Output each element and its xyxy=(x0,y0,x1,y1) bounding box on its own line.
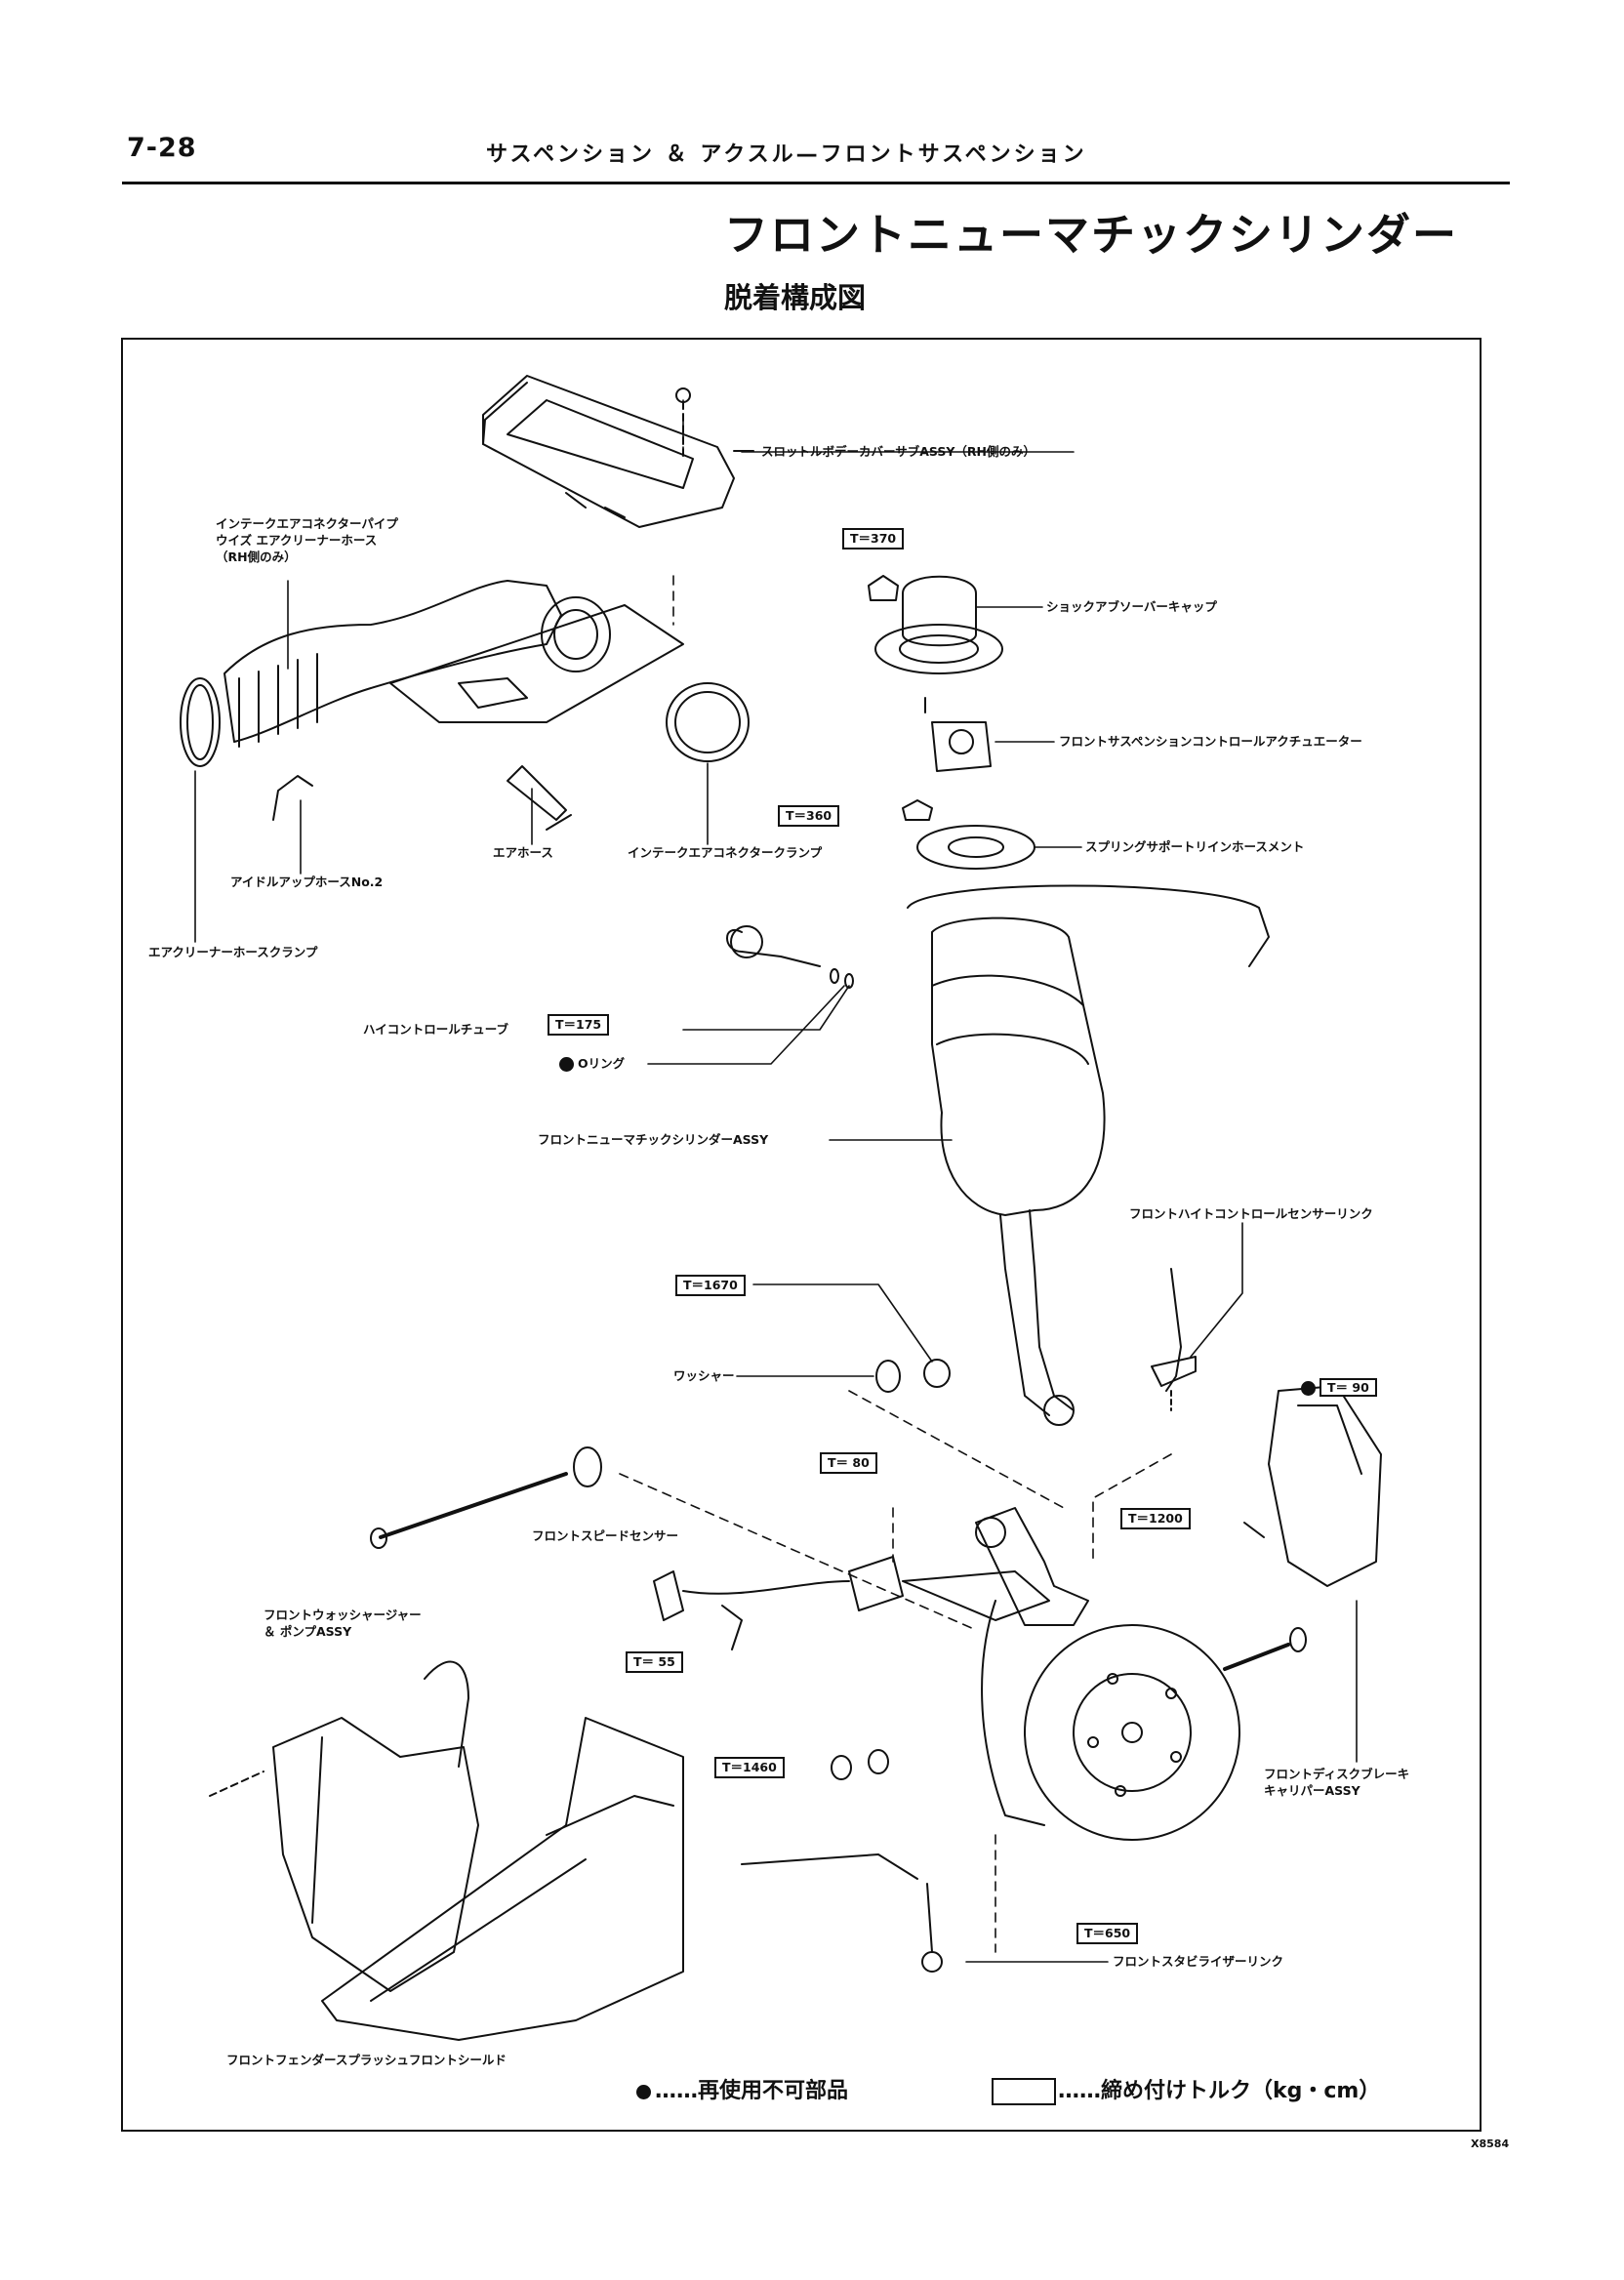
label-intake-pipe-3: （RH側のみ） xyxy=(216,550,297,564)
brake-caliper-part xyxy=(1243,1385,1382,1587)
legend-torque-box xyxy=(992,2078,1056,2105)
label-air-hose: エアホース xyxy=(493,845,553,860)
page-subtitle: 脱着構成図 xyxy=(724,281,867,314)
torque-t175: T＝175 xyxy=(548,1014,610,1036)
bushings-part xyxy=(831,1749,889,1780)
page-number: 7-28 xyxy=(127,133,197,163)
cylinder-part xyxy=(907,884,1270,1426)
intake-pipe-part xyxy=(223,580,684,748)
sensor-link-part xyxy=(1151,1268,1197,1411)
non-reusable-dot xyxy=(559,1057,574,1072)
legend-dot xyxy=(636,2084,651,2099)
legend-torque-text: ……締め付けトルク（kg・cm） xyxy=(1058,2079,1381,2103)
running-title: サスペンション ＆ アクスル—フロントサスペンション xyxy=(486,142,1087,167)
figure-code: X8584 xyxy=(1471,2138,1510,2150)
leader-sensor-link xyxy=(1190,1222,1243,1358)
label-washer: ワッシャー xyxy=(673,1368,735,1383)
page-title: フロントニューマチックシリンダー xyxy=(724,209,1459,261)
label-height-tube: ハイコントロールチューブ xyxy=(363,1022,509,1037)
legend-non-reusable: ……再使用不可部品 xyxy=(636,2073,848,2104)
air-hose-part xyxy=(507,765,572,831)
label-washer-jar-1: フロントウォッシャージャー xyxy=(264,1608,422,1622)
torque-t55: T＝ 55 xyxy=(626,1651,683,1673)
diagram-frame xyxy=(121,338,1482,2132)
torque-t80: T＝ 80 xyxy=(820,1452,877,1474)
label-idle-up-hose: アイドルアップホースNo.2 xyxy=(230,875,384,889)
legend-torque: ……締め付けトルク（kg・cm） xyxy=(992,2073,1380,2105)
stabilizer-link-part xyxy=(741,1853,943,1973)
actuator-part xyxy=(924,697,992,772)
leader-t1670 xyxy=(752,1283,933,1363)
washer-jar-part xyxy=(209,1660,479,1992)
caliper-bolt-part xyxy=(1223,1627,1307,1671)
torque-t370: T＝370 xyxy=(842,528,905,550)
header-rule xyxy=(122,182,1510,184)
torque-t90: T＝ 90 xyxy=(1320,1378,1377,1397)
label-air-cleaner-clamp: エアクリーナーホースクランプ xyxy=(148,945,318,959)
label-stabilizer-link: フロントスタビライザーリンク xyxy=(1113,1954,1284,1969)
label-fender-shield: フロントフェンダースプラッシュフロントシールド xyxy=(226,2053,507,2067)
suspension-arm-part xyxy=(848,1507,1089,1626)
idle-up-hose-part xyxy=(272,775,313,821)
torque-t360: T＝360 xyxy=(778,805,840,827)
leader-o-ring xyxy=(647,985,845,1065)
intake-clamp-part xyxy=(666,682,750,762)
leader-height-tube xyxy=(682,985,850,1031)
torque-t650: T＝650 xyxy=(1076,1923,1139,1944)
label-throttle-cover: スロットルボデーカバーサブASSY（RH側のみ） xyxy=(761,444,1036,459)
label-intake-pipe-1: インテークエアコネクターパイプ xyxy=(216,516,398,531)
label-caliper-2: キャリパーASSY xyxy=(1264,1783,1360,1798)
shock-cap-part xyxy=(868,575,1003,674)
torque-t1670: T＝1670 xyxy=(675,1275,746,1296)
label-actuator: フロントサスペンションコントロールアクチュエーター xyxy=(1059,734,1362,749)
torque-t90-group: T＝ 90 xyxy=(1301,1378,1377,1397)
label-shock-cap: ショックアブソーバーキャップ xyxy=(1046,599,1217,614)
speed-sensor-part xyxy=(653,1570,850,1650)
torque-t1200: T＝1200 xyxy=(1120,1508,1191,1529)
air-cleaner-clamp-part xyxy=(180,677,221,767)
long-bolt-part xyxy=(370,1446,602,1549)
knuckle-rotor-part xyxy=(981,1600,1240,1841)
label-caliper-1: フロントディスクブレーキ xyxy=(1264,1767,1410,1781)
torque-t1460: T＝1460 xyxy=(714,1757,785,1778)
label-washer-jar-2: ＆ ポンプASSY xyxy=(264,1624,352,1639)
label-spring-support: スプリングサポートリインホースメント xyxy=(1085,839,1305,854)
legend-non-reusable-text: ……再使用不可部品 xyxy=(655,2079,849,2103)
label-sensor-link: フロントハイトコントロールセンサーリンク xyxy=(1129,1206,1373,1221)
throttle-cover-part xyxy=(482,375,754,528)
height-tube-part xyxy=(726,925,854,989)
label-intake-pipe-2: ウイズ エアクリーナーホース xyxy=(216,533,378,548)
o-ring-text: Oリング xyxy=(578,1056,626,1071)
non-reusable-dot-t90 xyxy=(1301,1381,1316,1396)
fender-shield-part xyxy=(321,1717,684,2041)
label-cylinder-assy: フロントニューマチックシリンダーASSY xyxy=(538,1132,769,1147)
spring-support-part xyxy=(902,799,1035,870)
nut-washer-part xyxy=(875,1359,951,1393)
label-intake-clamp: インテークエアコネクタークランプ xyxy=(628,845,823,860)
label-speed-sensor: フロントスピードセンサー xyxy=(532,1528,679,1543)
label-o-ring: Oリング xyxy=(559,1056,625,1072)
